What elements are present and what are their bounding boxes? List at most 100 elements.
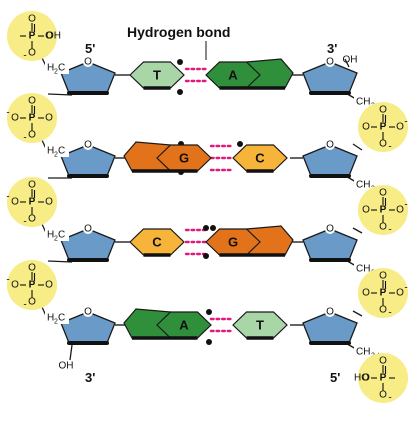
negative-charge-bottom: - <box>23 217 26 228</box>
oxygen-inner-label: O <box>362 122 370 133</box>
phosphorus-label: P <box>29 280 36 291</box>
ring-oxygen-label: O <box>84 224 92 235</box>
phosphate-circle <box>7 260 57 310</box>
ring-oxygen-gap <box>83 140 93 150</box>
base-letter: G <box>179 151 189 166</box>
negative-charge-bottom: - <box>23 300 26 311</box>
base-letter: T <box>153 68 161 83</box>
oxygen-inner-label: O <box>45 197 53 208</box>
oxygen-top-label: O <box>379 271 387 282</box>
base-letter: C <box>255 151 265 166</box>
bond-atom-dot <box>177 59 183 65</box>
oxygen-inner-label: O <box>45 31 53 42</box>
phosphate-circle <box>7 177 57 227</box>
negative-charge: - <box>6 275 9 286</box>
hydrogen-bonds <box>177 59 243 345</box>
top-right-oh-link <box>344 58 350 68</box>
oxygen-top-label: O <box>379 356 387 367</box>
top-right-oh-label: OH <box>343 55 358 66</box>
ring-oxygen-gap <box>83 307 93 317</box>
oxygen-inner-label: O <box>45 280 53 291</box>
phosphorus-label: P <box>380 122 387 133</box>
ring-oxygen-label: O <box>326 140 334 151</box>
deoxyribose-sugar: O <box>60 307 116 345</box>
pyrimidine-base-T: T <box>232 311 288 340</box>
negative-charge-bottom: - <box>23 51 26 62</box>
oxygen-side-label: O <box>396 122 404 133</box>
h2c-sub: 2 <box>54 236 58 243</box>
negative-charge-bottom: - <box>388 225 391 236</box>
h2c-sub: 2 <box>54 69 58 76</box>
negative-charge: - <box>404 200 407 211</box>
ring-oxygen-label: O <box>326 307 334 318</box>
oxygen-bottom-label: O <box>28 130 36 141</box>
h2c-c: C <box>58 63 65 74</box>
oxygen-bottom-label: O <box>28 297 36 308</box>
h2c-bg <box>45 228 69 241</box>
base-letter: C <box>152 235 162 250</box>
bond-atom-dot <box>177 89 183 95</box>
ring-oxygen-gap <box>83 57 93 67</box>
bond-atom-dot <box>210 225 216 231</box>
deoxyribose-sugar: O <box>302 307 358 345</box>
hydrogen-bond-label: Hydrogen bond <box>127 24 230 40</box>
bond-atom-dot <box>237 141 243 147</box>
h2c-sub: 2 <box>54 152 58 159</box>
right-3prime-link <box>352 143 363 151</box>
oxygen-top-label: O <box>28 180 36 191</box>
h2c-c: C <box>58 230 65 241</box>
h2c-c: C <box>58 146 65 157</box>
right-3prime-link <box>352 227 363 234</box>
deoxyribose-sugar: O <box>60 57 116 95</box>
ring-oxygen-gap <box>325 224 335 234</box>
deoxyribose-sugar: O <box>302 224 358 262</box>
ch2-ch: CH <box>356 180 370 191</box>
ring-oxygen-label: O <box>84 307 92 318</box>
oxygen-top-label: O <box>28 96 36 107</box>
negative-charge: - <box>404 117 407 128</box>
deoxyribose-sugar: O <box>302 140 358 178</box>
phosphate-circle <box>358 268 408 318</box>
h2c-h: H <box>47 146 54 157</box>
negative-charge-bottom: - <box>388 142 391 153</box>
bond-atom-dot <box>203 253 209 259</box>
phosphorus-label: P <box>29 197 36 208</box>
ring-oxygen-label: O <box>326 57 334 68</box>
ch2-ch: CH <box>356 347 370 358</box>
ring-oxygen-label: O <box>84 140 92 151</box>
oxygen-top-label: O <box>28 263 36 274</box>
oxygen-bottom-label: O <box>379 139 387 150</box>
base-letter: A <box>179 318 189 333</box>
negative-charge: - <box>6 108 9 119</box>
oxygen-inner-label: O <box>362 373 370 384</box>
phosphorus-label: P <box>29 113 36 124</box>
oxygen-top-label: O <box>379 188 387 199</box>
right-3prime-link <box>352 310 363 317</box>
phosphate-circle <box>7 11 57 61</box>
ring-oxygen-gap <box>325 57 335 67</box>
negative-charge-bottom: - <box>388 393 391 404</box>
oxygen-bottom-label: O <box>28 214 36 225</box>
ring-oxygen-gap <box>325 140 335 150</box>
oxygen-side-label: O <box>11 280 19 291</box>
bottom-left-end-label: 3' <box>85 370 95 385</box>
deoxyribose-sugar: O <box>302 57 358 95</box>
phosphate-circle <box>7 93 57 143</box>
h2c-sub: 2 <box>54 319 58 326</box>
phosphorus-label: P <box>29 31 36 42</box>
ring-oxygen-label: O <box>326 224 334 235</box>
phosphate-circle <box>358 102 408 152</box>
oxygen-bottom-label: O <box>28 48 36 59</box>
purine-base-G: G <box>123 141 212 173</box>
oxygen-side-label: O <box>11 197 19 208</box>
top-left-end-label: 5' <box>85 41 95 56</box>
h2c-h: H <box>47 313 54 324</box>
oxygen-inner-label: O <box>362 288 370 299</box>
left-3prime-link <box>47 93 73 96</box>
